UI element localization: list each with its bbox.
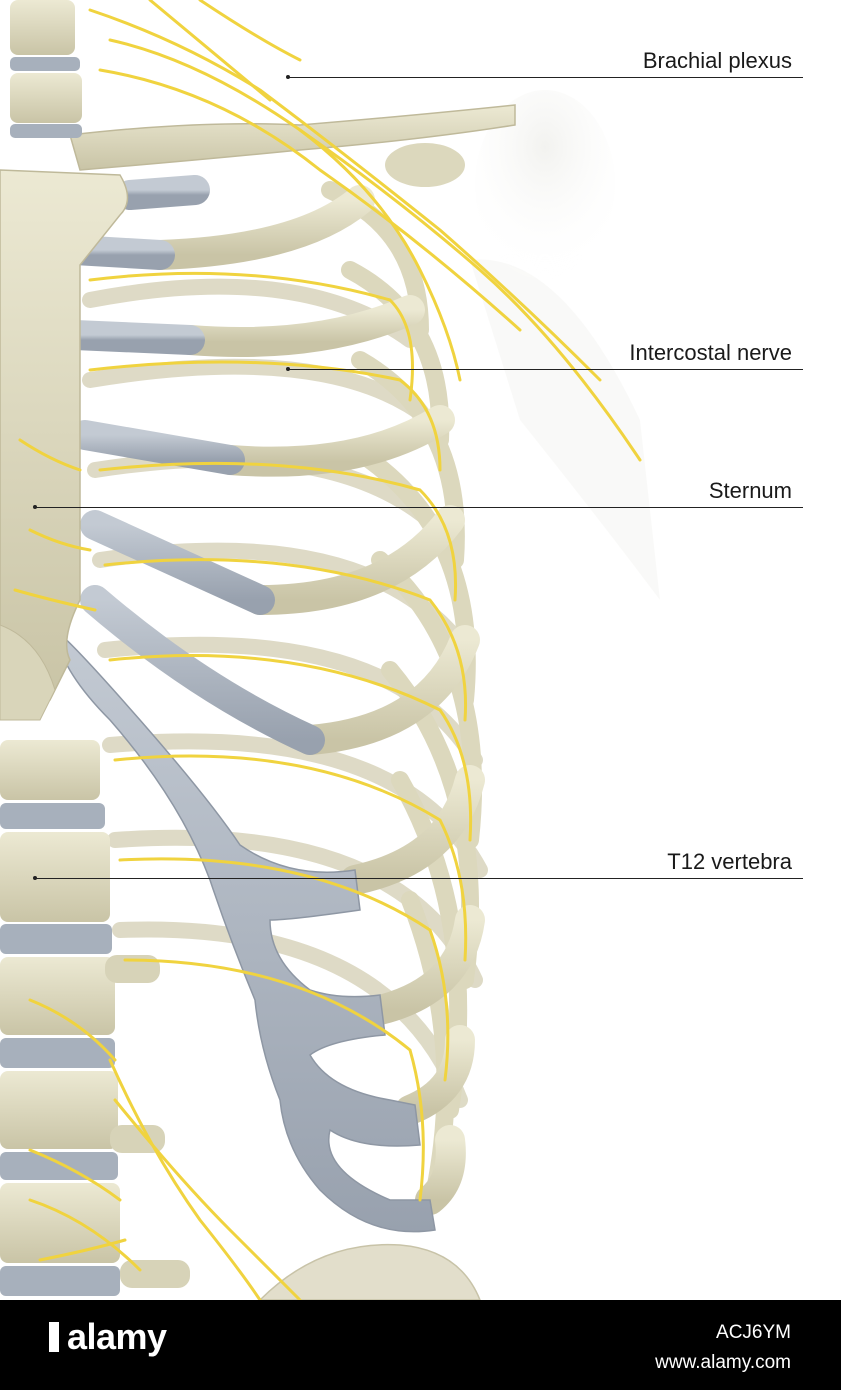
- label-intercostal-nerve: Intercostal nerve: [629, 340, 792, 365]
- label-t12-vertebra: T12 vertebra: [667, 849, 792, 874]
- logo-text: alamy: [67, 1316, 167, 1357]
- rib-cage-nerve-illustration: [0, 0, 660, 1300]
- image-id: ACJ6YM: [716, 1322, 791, 1343]
- sternum-bone: [0, 169, 129, 721]
- leader-line-sternum: [35, 507, 803, 508]
- leader-line-intercostal-nerve: [288, 369, 803, 370]
- leader-line-brachial-plexus: [288, 77, 803, 78]
- anterior-ribs: [145, 185, 485, 1215]
- humerus-head: [470, 90, 660, 600]
- leader-line-t12-vertebra: [35, 878, 803, 879]
- footer-url: www.alamy.com: [655, 1352, 791, 1373]
- label-brachial-plexus: Brachial plexus: [642, 48, 792, 73]
- clavicle: [69, 104, 516, 187]
- label-sternum: Sternum: [708, 478, 792, 503]
- logo-bar-icon: [49, 1322, 59, 1352]
- lower-costal-cartilage: [54, 628, 436, 1233]
- alamy-logo: alamy: [49, 1316, 167, 1358]
- vertebral-column: [0, 740, 190, 1296]
- watermark-footer: alamy ACJ6YM www.alamy.com: [0, 1300, 841, 1390]
- iliac-crest: [258, 1243, 481, 1300]
- cervical-vertebrae: [10, 0, 82, 138]
- nerves: [13, 0, 642, 1300]
